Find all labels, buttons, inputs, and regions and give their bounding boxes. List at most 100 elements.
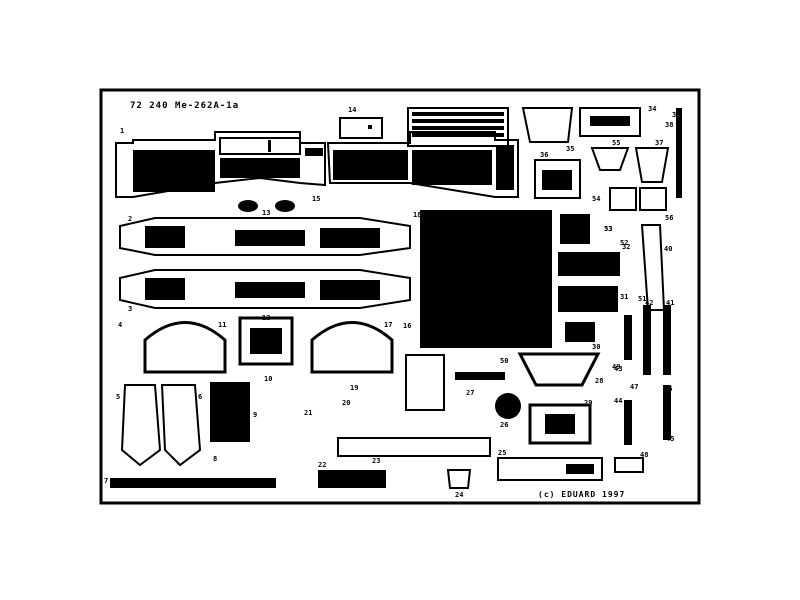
fret-frame (99, 88, 701, 505)
part-1-wing-panel (115, 131, 326, 198)
part-3-strip (119, 269, 411, 309)
part-label-16: 16 (403, 322, 412, 330)
part-43 (624, 315, 632, 360)
part-label-47: 47 (630, 383, 639, 391)
part-42 (643, 305, 651, 375)
part-label-56: 56 (665, 214, 674, 222)
part-39-rod (676, 108, 682, 198)
part-7-strip (110, 478, 276, 488)
part-label-25: 25 (498, 449, 507, 457)
part-label-14: 14 (348, 106, 357, 114)
fret-footer: (c) EDUARD 1997 (538, 490, 625, 499)
part-label-18: 18 (413, 211, 422, 219)
part-label-45: 45 (666, 435, 675, 443)
fret-header: 72 240 Me-262A-1a (130, 101, 239, 111)
part-label-50: 50 (500, 357, 509, 365)
part-label-42: 42 (645, 299, 654, 307)
part-22 (318, 470, 386, 488)
part-37 (590, 147, 630, 171)
part-label-28: 28 (595, 377, 604, 385)
part-label-40: 40 (664, 245, 673, 253)
part-label-33: 33 (604, 225, 613, 233)
part-label-26: 26 (500, 421, 509, 429)
part-label-41: 41 (666, 299, 675, 307)
part-label-13: 13 (262, 209, 271, 217)
part-label-52: 52 (620, 239, 629, 247)
part-19 (405, 354, 445, 411)
part-label-29: 29 (584, 399, 593, 407)
part-12-seat (238, 316, 294, 366)
part-label-7: 7 (104, 477, 109, 485)
part-label-37: 37 (655, 139, 664, 147)
part-label-2: 2 (128, 215, 133, 223)
part-45 (663, 385, 671, 440)
part-label-31: 31 (620, 293, 629, 301)
part-label-35: 35 (566, 145, 575, 153)
part-36 (534, 159, 581, 199)
part-29 (528, 403, 592, 445)
part-label-20: 20 (342, 399, 351, 407)
part-label-48: 48 (640, 451, 649, 459)
part-label-6: 6 (198, 393, 203, 401)
part-label-21: 21 (304, 409, 313, 417)
part-11-frame (143, 321, 227, 374)
fret-subject: Me-262A-1a (174, 101, 240, 111)
part-label-4: 4 (118, 321, 123, 329)
part-label-54: 54 (592, 195, 601, 203)
part-label-32: 32 (622, 243, 631, 251)
part-44 (624, 400, 632, 445)
part-label-19: 19 (350, 384, 359, 392)
part-6-door (160, 384, 202, 467)
part-label-46: 46 (664, 385, 673, 393)
copyright-text: (c) EDUARD (538, 490, 597, 499)
part-label-3: 3 (128, 305, 133, 313)
part-26 (495, 393, 521, 419)
part-label-27: 27 (466, 389, 475, 397)
part-14 (339, 117, 383, 139)
part-38 (634, 147, 670, 183)
part-28 (517, 352, 601, 387)
part-32 (558, 252, 620, 276)
part-33 (560, 214, 590, 244)
part-34 (579, 107, 641, 137)
part-label-10: 10 (264, 375, 273, 383)
part-13 (238, 200, 258, 212)
part-label-12: 12 (262, 314, 271, 322)
part-5-door (120, 384, 162, 467)
part-25 (497, 457, 603, 481)
part-label-53: 53 (604, 225, 613, 233)
part-label-30: 30 (592, 343, 601, 351)
part-label-17: 17 (384, 321, 393, 329)
part-label-51: 51 (638, 295, 647, 303)
fret-number: 240 (149, 101, 169, 111)
part-31 (558, 286, 618, 312)
part-9 (210, 382, 250, 442)
part-56 (609, 187, 637, 211)
part-24 (446, 469, 472, 489)
part-1-wing-panel-right (326, 131, 519, 198)
part-30 (565, 322, 595, 342)
part-label-55: 55 (612, 139, 621, 147)
part-label-22: 22 (318, 461, 327, 469)
part-27 (455, 372, 505, 380)
part-18-panel (420, 210, 552, 348)
part-label-9: 9 (253, 411, 258, 419)
part-label-15: 15 (312, 195, 321, 203)
fret-code: 72 (130, 101, 143, 111)
part-23 (337, 437, 491, 457)
copyright-year: 1997 (602, 490, 626, 499)
part-label-49: 49 (612, 363, 621, 371)
part-label-39: 39 (672, 111, 681, 119)
part-label-34: 34 (648, 105, 657, 113)
part-48 (614, 457, 644, 473)
part-17-frame (310, 321, 394, 374)
part-label-24: 24 (455, 491, 464, 499)
part-label-43: 43 (614, 365, 623, 373)
part-2-strip (119, 217, 411, 256)
part-label-44: 44 (614, 397, 623, 405)
part-label-1: 1 (120, 127, 125, 135)
part-35-funnel (521, 107, 574, 143)
part-label-11: 11 (218, 321, 227, 329)
part-label-23: 23 (372, 457, 381, 465)
